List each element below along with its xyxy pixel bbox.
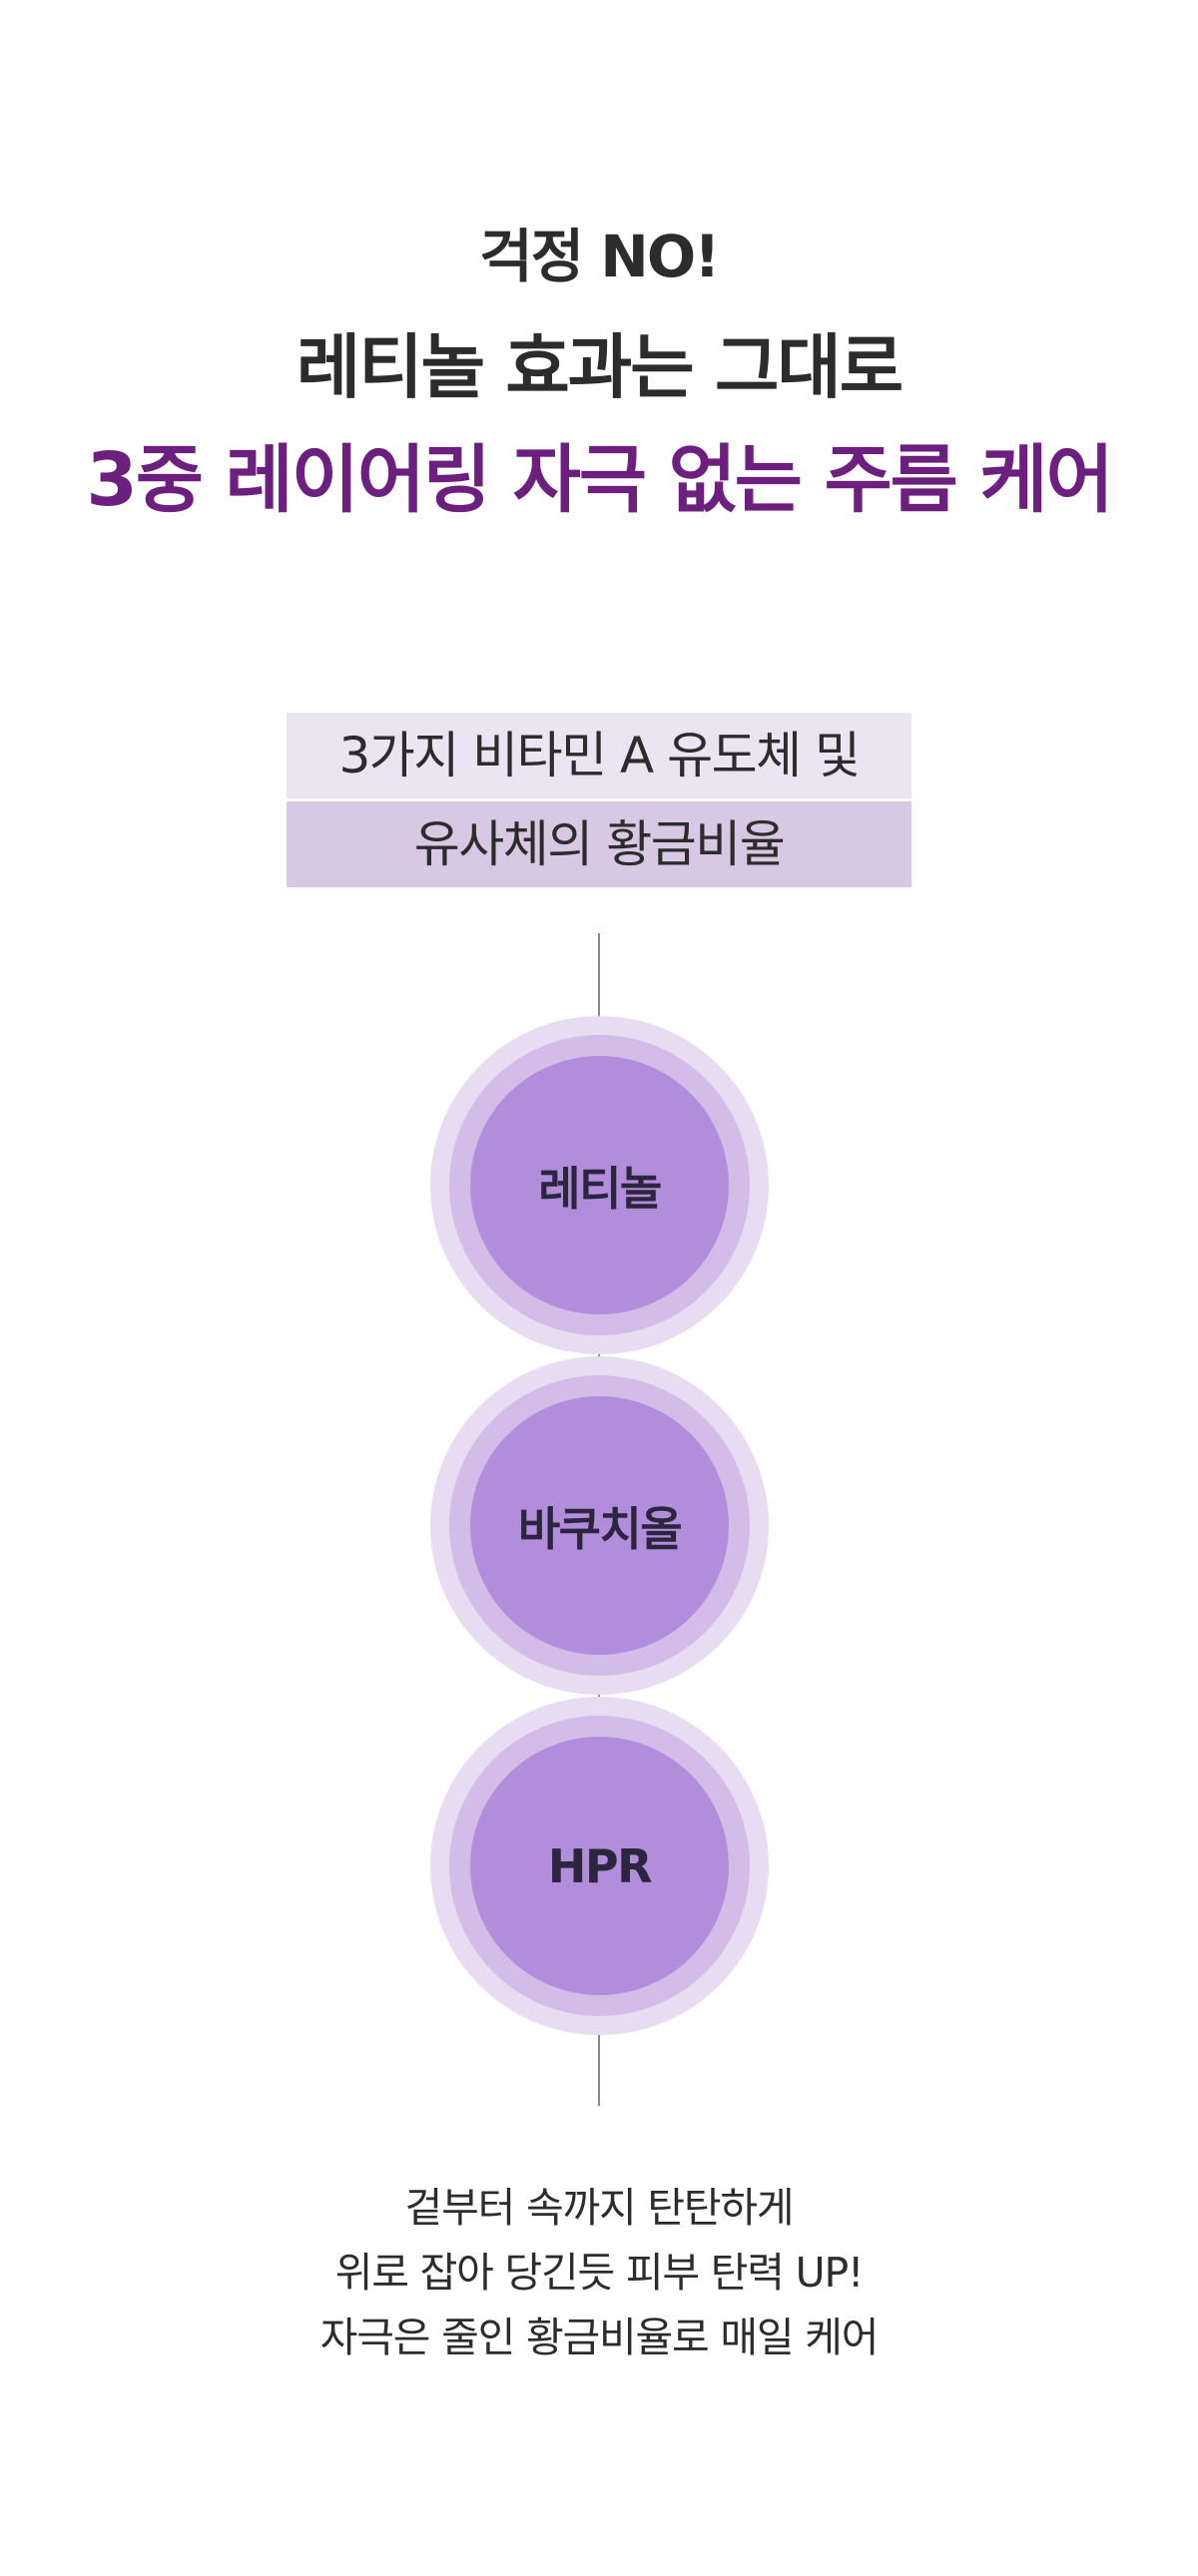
ingredient-label: 바쿠치올 [517,1501,683,1556]
headline-line-3: 3중 레이어링 자극 없는 주름 케어 [86,437,1113,523]
headline-line-1: 걱정 NO! [479,223,720,290]
circle-core: 바쿠치올 [470,1396,729,1655]
description-line-3: 자극은 줄인 황금비율로 매일 케어 [319,2314,880,2361]
circle-core: 레티놀 [470,1056,729,1314]
ingredient-label: 레티놀 [538,1161,662,1216]
ingredient-label: HPR [547,1838,653,1893]
description-line-1: 겉부터 속까지 탄탄하게 [404,2184,795,2232]
ingredient-circle-retinol: 레티놀 [430,1016,769,1354]
description-line-2: 위로 잡아 당긴듯 피부 탄력 UP! [334,2249,865,2297]
tag-line-2: 유사체의 황금비율 [287,801,911,887]
tag-line-1: 3가지 비타민 A 유도체 및 [287,713,911,798]
ingredient-circle-hpr: HPR [430,1697,769,2035]
ingredient-circle-bakuchiol: 바쿠치올 [430,1356,769,1695]
circle-core: HPR [470,1737,729,1995]
headline-line-2: 레티놀 효과는 그대로 [296,326,903,408]
